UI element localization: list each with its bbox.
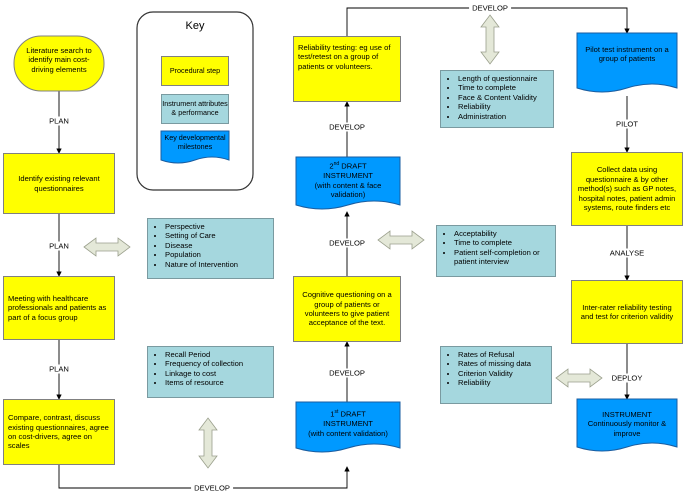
- draft2-rest: DRAFT: [339, 161, 367, 171]
- double-arrow-recall: [198, 417, 218, 469]
- label-develop-mid-1: DEVELOP: [326, 368, 368, 378]
- list-item: Items of resource: [165, 378, 269, 387]
- draft1-line2: INSTRUMENT: [323, 419, 373, 429]
- draft2-shape: [295, 156, 401, 210]
- list-item: Acceptability: [454, 229, 551, 238]
- double-arrow-acceptability: [377, 230, 425, 250]
- instrument-line1: INSTRUMENT: [602, 410, 652, 419]
- length-attributes: Length of questionnaire Time to complete…: [440, 70, 554, 128]
- list-item: Face & Content Validity: [458, 93, 549, 102]
- key-instrument-attributes: Instrument attributes & performance: [161, 94, 229, 124]
- label-deploy: DEPLOY: [608, 373, 646, 383]
- pilot-test-milestone: Pilot test instrument on a group of pati…: [585, 45, 669, 64]
- label-develop-mid-2: DEVELOP: [326, 238, 368, 248]
- list-item: Setting of Care: [165, 231, 269, 240]
- list-item: Linkage to cost: [165, 369, 269, 378]
- acceptability-attributes: Acceptability Time to complete Patient s…: [436, 225, 556, 277]
- instrument-milestone: INSTRUMENT Continuously monitor & improv…: [580, 410, 674, 438]
- draft1-milestone: 1st DRAFT INSTRUMENT (with content valid…: [298, 409, 398, 438]
- list-item: Time to complete: [454, 238, 551, 247]
- instrument-shape: [576, 398, 678, 452]
- cognitive-questioning-step: Cognitive questioning on a group of pati…: [293, 276, 401, 342]
- list-item: Population: [165, 250, 269, 259]
- recall-attributes: Recall Period Frequency of collection Li…: [147, 346, 274, 398]
- label-plan-2: PLAN: [46, 241, 72, 251]
- key-title: Key: [185, 20, 205, 32]
- double-arrow-perspective: [83, 237, 131, 257]
- list-item: Nature of Intervention: [165, 260, 269, 269]
- list-item: Rates of missing data: [458, 359, 547, 368]
- label-plan-3: PLAN: [46, 364, 72, 374]
- draft1-num: 1: [330, 409, 335, 419]
- key-developmental-milestones: Key developmental milestones: [164, 133, 226, 151]
- refusal-attributes: Rates of Refusal Rates of missing data C…: [440, 346, 552, 404]
- draft1-shape: [295, 401, 401, 453]
- draft2-num: 2: [329, 161, 334, 171]
- identify-questionnaires-step: Identify existing relevant questionnaire…: [3, 153, 115, 214]
- label-develop-top: DEVELOP: [469, 3, 511, 13]
- list-item: Time to complete: [458, 83, 549, 92]
- list-item: Perspective: [165, 222, 269, 231]
- meeting-focus-group-step: Meeting with healthcare professionals an…: [3, 276, 115, 340]
- draft2-milestone: 2nd DRAFT INSTRUMENT (with content & fac…: [298, 161, 398, 199]
- key-milestone-shape: [160, 130, 230, 164]
- draft2-line2: INSTRUMENT: [323, 171, 373, 181]
- double-arrow-length: [480, 14, 500, 65]
- list-item: Reliability: [458, 378, 547, 387]
- collect-data-step: Collect data using questionnaire & by ot…: [571, 152, 683, 226]
- draft2-sup: nd: [333, 161, 340, 167]
- list-item: Disease: [165, 241, 269, 250]
- list-item: Rates of Refusal: [458, 350, 547, 359]
- label-pilot: PILOT: [613, 119, 641, 129]
- draft1-line3: (with content validation): [308, 428, 388, 438]
- reliability-testing-step: Reliability testing: eg use of test/rete…: [293, 36, 401, 102]
- instrument-line2: Continuously monitor & improve: [587, 419, 667, 438]
- start-terminator: [13, 35, 105, 92]
- key-procedural-step: Procedural step: [161, 56, 229, 86]
- compare-contrast-step: Compare, contrast, discuss existing ques…: [3, 399, 115, 465]
- list-item: Reliability: [458, 102, 549, 111]
- label-plan-1: PLAN: [46, 116, 72, 126]
- label-analyse: ANALYSE: [606, 248, 648, 258]
- list-item: Administration: [458, 112, 549, 121]
- literature-search-text: Literature search to identify main cost-…: [26, 46, 92, 74]
- inter-rater-step: Inter-rater reliability testing and test…: [571, 280, 683, 344]
- double-arrow-refusal: [555, 368, 603, 388]
- perspective-attributes: Perspective Setting of Care Disease Popu…: [147, 218, 274, 279]
- draft1-sup: st: [334, 409, 339, 415]
- list-item: Criterion Validity: [458, 369, 547, 378]
- list-item: Frequency of collection: [165, 359, 269, 368]
- pilot-shape: [576, 32, 678, 93]
- list-item: Patient self-completion or patient inter…: [454, 248, 551, 267]
- label-develop-mid-3: DEVELOP: [326, 122, 368, 132]
- draft1-rest: DRAFT: [338, 409, 366, 419]
- list-item: Recall Period: [165, 350, 269, 359]
- label-develop-bottom: DEVELOP: [191, 483, 233, 493]
- list-item: Length of questionnaire: [458, 74, 549, 83]
- draft2-line3: (with content & face validation): [314, 180, 382, 199]
